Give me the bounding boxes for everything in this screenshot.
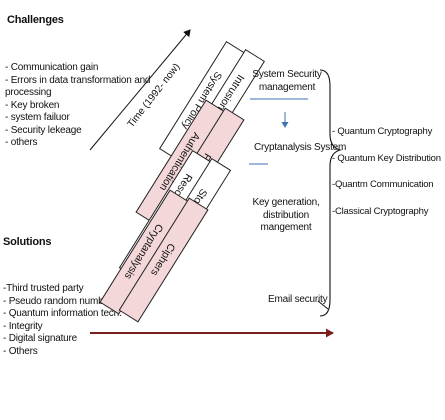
time-label: Time (1992- now) — [126, 62, 183, 130]
solution-item: - Integrity — [3, 320, 43, 332]
cryptography-item: -Classical Cryptography — [332, 205, 429, 217]
solutions-list: -Third trusted party - Pseudo random num… — [3, 283, 122, 358]
cryptography-item: - Quantum Cryptography — [332, 126, 433, 137]
email-arrow — [317, 300, 329, 310]
challenge-item: - others — [5, 137, 38, 148]
key-generation-label: Key generation, distribution mangement — [252, 197, 320, 233]
cryptanalysis-system-label: Cryptanalysis System — [254, 142, 347, 153]
grouping-brace — [319, 69, 342, 317]
cryptography-item: - Quantum Key Distribution — [332, 152, 441, 164]
solution-item: - Quantum information tech. — [3, 308, 122, 319]
challenges-title: Challenges — [7, 14, 64, 26]
solution-item: - Pseudo random number — [3, 295, 112, 307]
challenge-item: - Key broken — [5, 99, 60, 111]
email-security-label: Email security — [268, 294, 328, 305]
challenge-item: - Security lekeage — [5, 124, 82, 136]
system-security-label: System Security management — [252, 69, 322, 93]
challenges-list: - Communication gain - Errors in data tr… — [5, 62, 150, 150]
solution-item: - Digital signature — [3, 333, 78, 344]
cryptography-item: -Quantm Communication — [332, 179, 434, 190]
challenge-item: - Errors in data transformation and — [5, 74, 151, 86]
time-arrow — [89, 29, 191, 151]
challenge-item: processing — [5, 87, 52, 98]
cryptography-list: - Quantum Cryptography - Quantum Key Dis… — [332, 126, 441, 218]
challenge-item: - Communication gain — [5, 62, 99, 73]
challenge-item: - system failuor — [5, 112, 70, 123]
layer-tile — [118, 197, 209, 323]
solution-item: - Others — [3, 345, 38, 357]
solution-item: -Third trusted party — [3, 283, 84, 294]
solutions-title: Solutions — [3, 236, 52, 248]
